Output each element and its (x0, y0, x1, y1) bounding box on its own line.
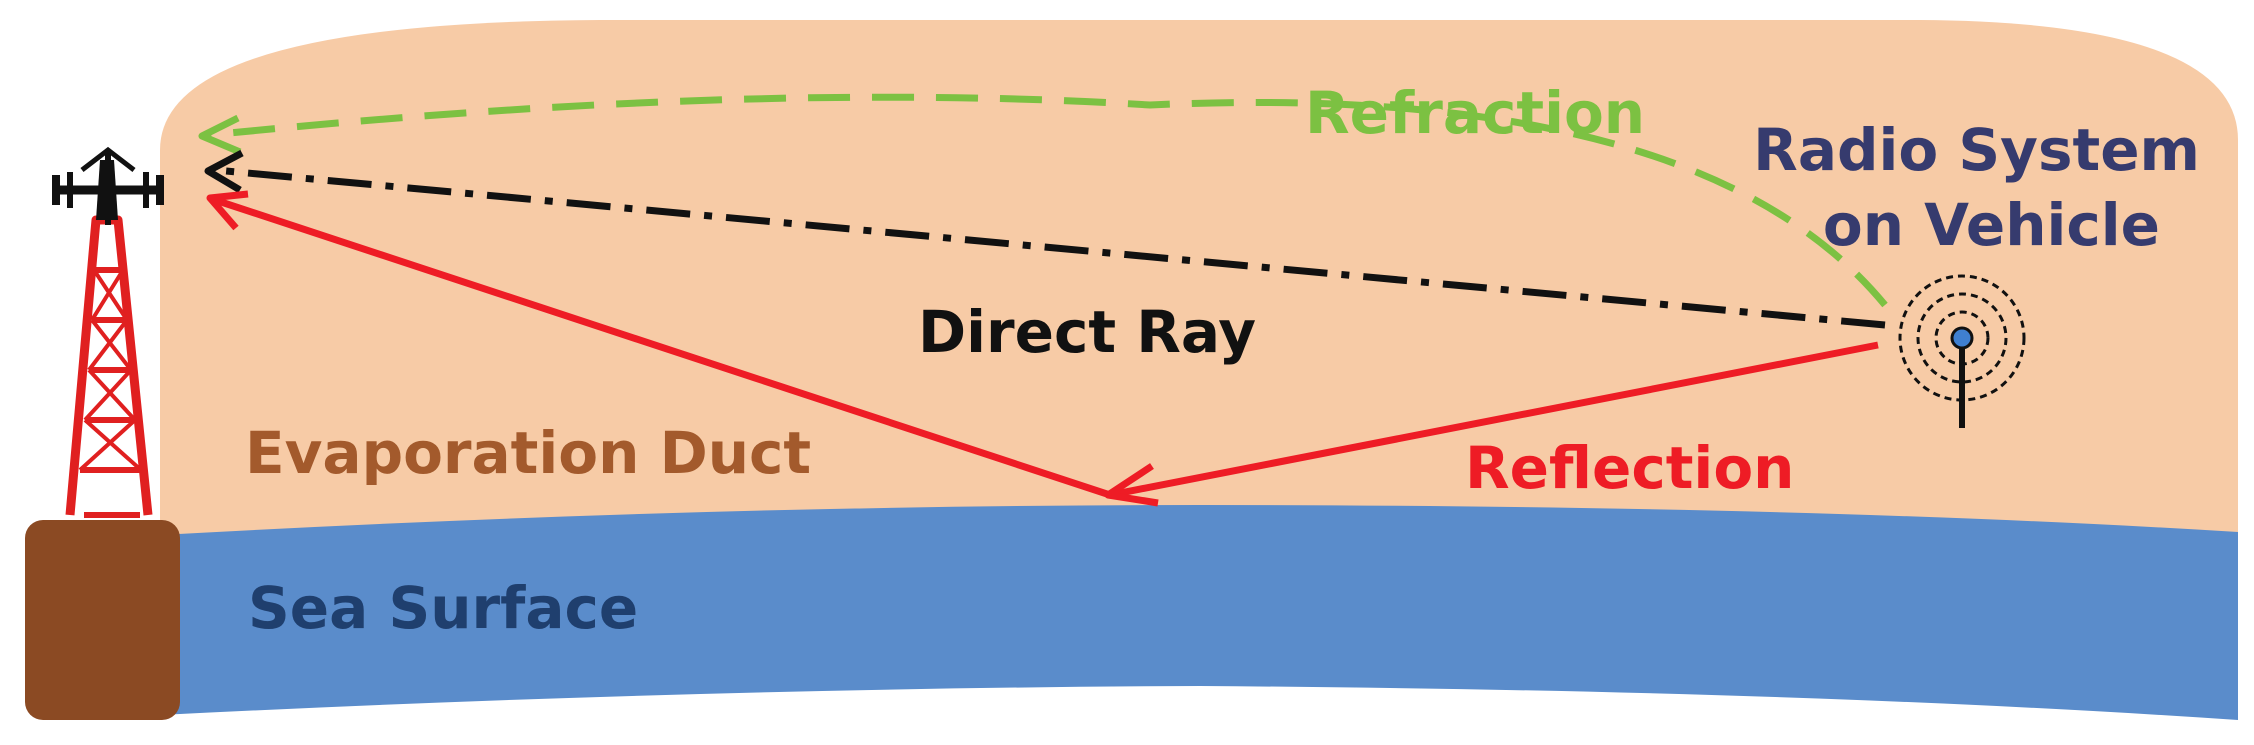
buoy-base (25, 520, 180, 720)
direct-ray-arrowhead (204, 149, 244, 194)
reflection-arrowhead-midpoint (1104, 463, 1159, 507)
sea-surface-region (160, 505, 2238, 720)
direct-ray (214, 166, 1886, 329)
refraction-arrowhead (198, 114, 242, 156)
sea-surface-label: Sea Surface (248, 574, 638, 642)
radio-system-label-line1: Radio System (1753, 116, 2200, 184)
radio-system-label-line2: on Vehicle (1823, 191, 2160, 259)
transmission-tower-icon (52, 146, 164, 518)
direct-ray-label: Direct Ray (918, 298, 1256, 366)
evaporation-duct-label: Evaporation Duct (245, 419, 811, 487)
evaporation-duct-region (160, 20, 2238, 545)
refraction-label: Refraction (1305, 79, 1645, 147)
reflection-label: Reflection (1465, 434, 1794, 502)
reflection-arrowhead-tower (206, 190, 249, 231)
refraction-ray (209, 93, 1888, 308)
radio-antenna-icon (1898, 274, 2026, 428)
